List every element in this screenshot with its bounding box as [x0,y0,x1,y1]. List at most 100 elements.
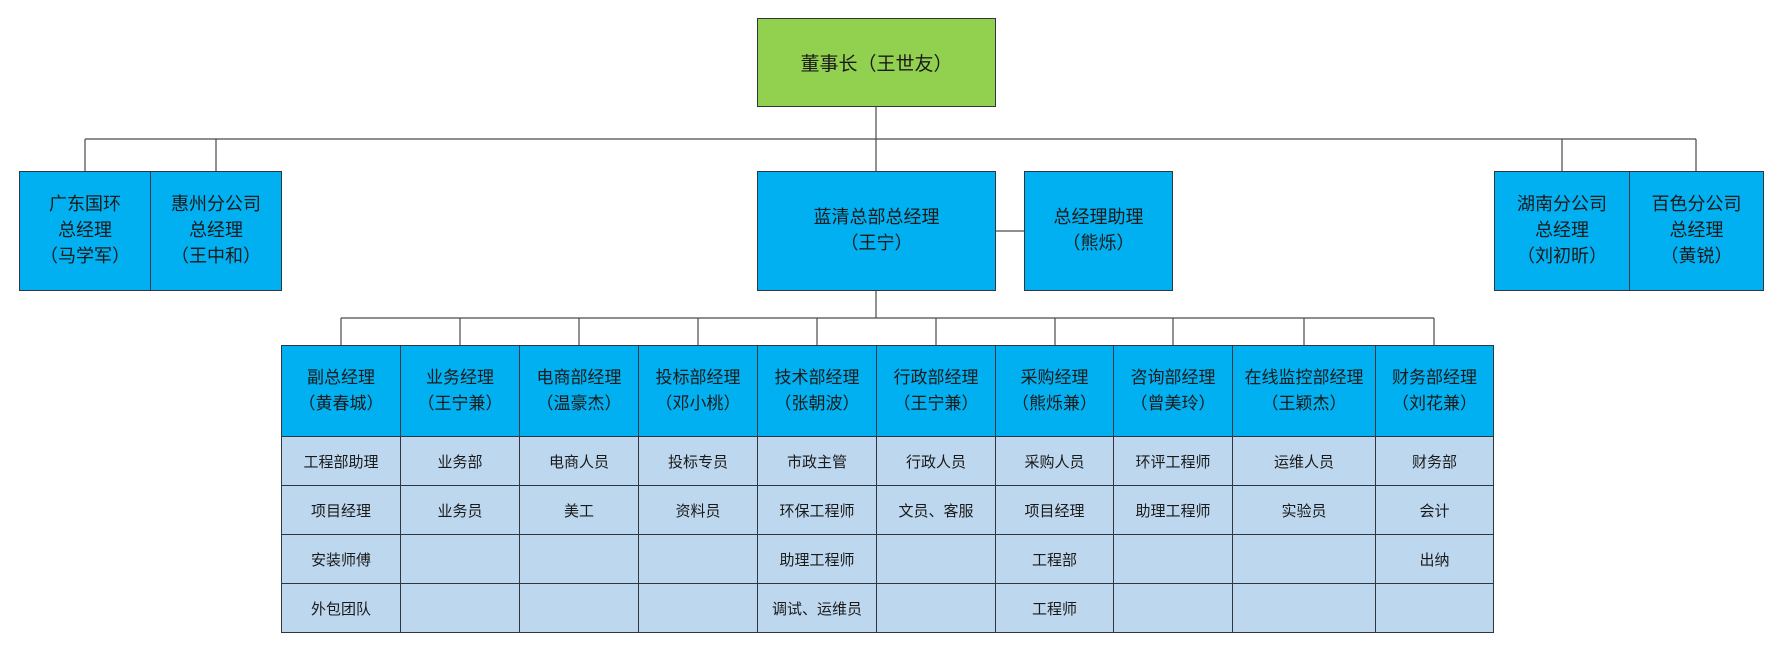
staff-cell: 调试、运维员 [757,583,877,633]
dept-name: （黄春城） [298,394,384,414]
dept-header-1: 副总经理 （黄春城） [281,345,401,437]
staff-label: 助理工程师 [1135,501,1211,520]
branch-baise-box: 百色分公司 总经理 （黄锐） [1629,171,1764,291]
staff-label: 工程师 [1031,599,1077,618]
dept-header-5: 技术部经理 （张朝波） [757,345,877,437]
staff-cell: 美工 [519,485,639,535]
staff-label: 环保工程师 [779,501,855,520]
dept-name: （王宁兼） [417,394,503,414]
staff-label: 工程部 [1031,550,1077,569]
branch-hunan-box: 湖南分公司 总经理 （刘初昕） [1494,171,1630,291]
general-manager-box: 蓝清总部总经理 （王宁） [757,171,996,291]
dept-header-7: 采购经理 （熊烁兼） [995,345,1114,437]
staff-label: 工程部助理 [303,452,379,471]
staff-cell: 电商人员 [519,436,639,486]
chairman-box: 董事长（王世友） [757,18,996,107]
dept-header-8: 咨询部经理 （曾美玲） [1113,345,1233,437]
staff-cell: 业务部 [400,436,520,486]
staff-label: 业务员 [437,501,483,520]
dept-title: 行政部经理 [893,368,979,388]
staff-label: 美工 [563,501,594,520]
staff-label: 项目经理 [310,501,371,520]
staff-label: 调试、运维员 [771,599,862,618]
dept-header-2: 业务经理 （王宁兼） [400,345,520,437]
staff-cell [1375,583,1494,633]
staff-label: 采购人员 [1024,452,1085,471]
staff-cell: 资料员 [638,485,758,535]
dept-name: （邓小桃） [655,394,741,414]
dept-name: （王宁兼） [893,394,979,414]
branch-line: 总经理 [1669,220,1724,241]
staff-cell [400,534,520,584]
dept-title: 电商部经理 [536,368,622,388]
dept-name: （温豪杰） [536,394,622,414]
branch-line: 总经理 [1535,220,1589,241]
branch-line: 总经理 [189,220,243,241]
dept-title: 财务部经理 [1392,368,1477,388]
dept-header-3: 电商部经理 （温豪杰） [519,345,639,437]
staff-cell: 会计 [1375,485,1494,535]
staff-label: 运维人员 [1273,452,1334,471]
staff-cell: 文员、客服 [876,485,996,535]
staff-cell: 助理工程师 [1113,485,1233,535]
dept-title: 咨询部经理 [1130,368,1216,388]
staff-label: 外包团队 [310,599,371,618]
staff-label: 文员、客服 [898,501,974,520]
staff-cell [400,583,520,633]
branch-line: 湖南分公司 [1517,194,1607,215]
dept-title: 采购经理 [1020,368,1089,388]
staff-cell: 业务员 [400,485,520,535]
dept-header-10: 财务部经理 （刘花兼） [1375,345,1494,437]
dept-title: 在线监控部经理 [1244,368,1364,388]
dept-header-9: 在线监控部经理 （王颖杰） [1232,345,1376,437]
staff-cell [519,534,639,584]
branch-line: （马学军） [40,246,130,267]
staff-label: 助理工程师 [779,550,855,569]
assistant-name: （熊烁） [1062,233,1135,254]
gm-title: 蓝清总部总经理 [813,207,940,228]
staff-cell: 行政人员 [876,436,996,486]
branch-huizhou-box: 惠州分公司 总经理 （王中和） [150,171,282,291]
staff-cell: 项目经理 [995,485,1114,535]
staff-cell [1232,534,1376,584]
staff-cell: 安装师傅 [281,534,401,584]
staff-cell: 环评工程师 [1113,436,1233,486]
staff-cell: 环保工程师 [757,485,877,535]
staff-label: 电商人员 [548,452,609,471]
staff-cell [1113,583,1233,633]
staff-cell: 投标专员 [638,436,758,486]
branch-line: 广东国环 [49,194,121,215]
dept-title: 副总经理 [307,368,375,388]
staff-label: 市政主管 [786,452,847,471]
staff-label: 业务部 [437,452,483,471]
staff-label: 出纳 [1419,550,1450,569]
staff-cell: 采购人员 [995,436,1114,486]
staff-label: 项目经理 [1024,501,1085,520]
dept-name: （曾美玲） [1130,394,1216,414]
staff-cell: 市政主管 [757,436,877,486]
staff-cell [638,534,758,584]
assistant-box: 总经理助理 （熊烁） [1024,171,1173,291]
branch-line: （王中和） [171,246,261,267]
staff-cell: 助理工程师 [757,534,877,584]
staff-cell [638,583,758,633]
staff-cell [876,534,996,584]
assistant-title: 总经理助理 [1053,207,1144,228]
staff-cell: 外包团队 [281,583,401,633]
chairman-title: 董事长 [800,53,858,75]
staff-label: 行政人员 [905,452,966,471]
dept-header-4: 投标部经理 （邓小桃） [638,345,758,437]
staff-label: 资料员 [675,501,721,520]
staff-cell [876,583,996,633]
staff-cell: 出纳 [1375,534,1494,584]
branch-line: 百色分公司 [1651,194,1742,215]
dept-title: 业务经理 [426,368,494,388]
staff-label: 环评工程师 [1135,452,1211,471]
chairman-name: （王世友） [857,53,953,75]
staff-cell: 项目经理 [281,485,401,535]
staff-cell: 工程部助理 [281,436,401,486]
staff-label: 财务部 [1411,452,1457,471]
dept-title: 技术部经理 [774,368,860,388]
staff-label: 投标专员 [667,452,728,471]
